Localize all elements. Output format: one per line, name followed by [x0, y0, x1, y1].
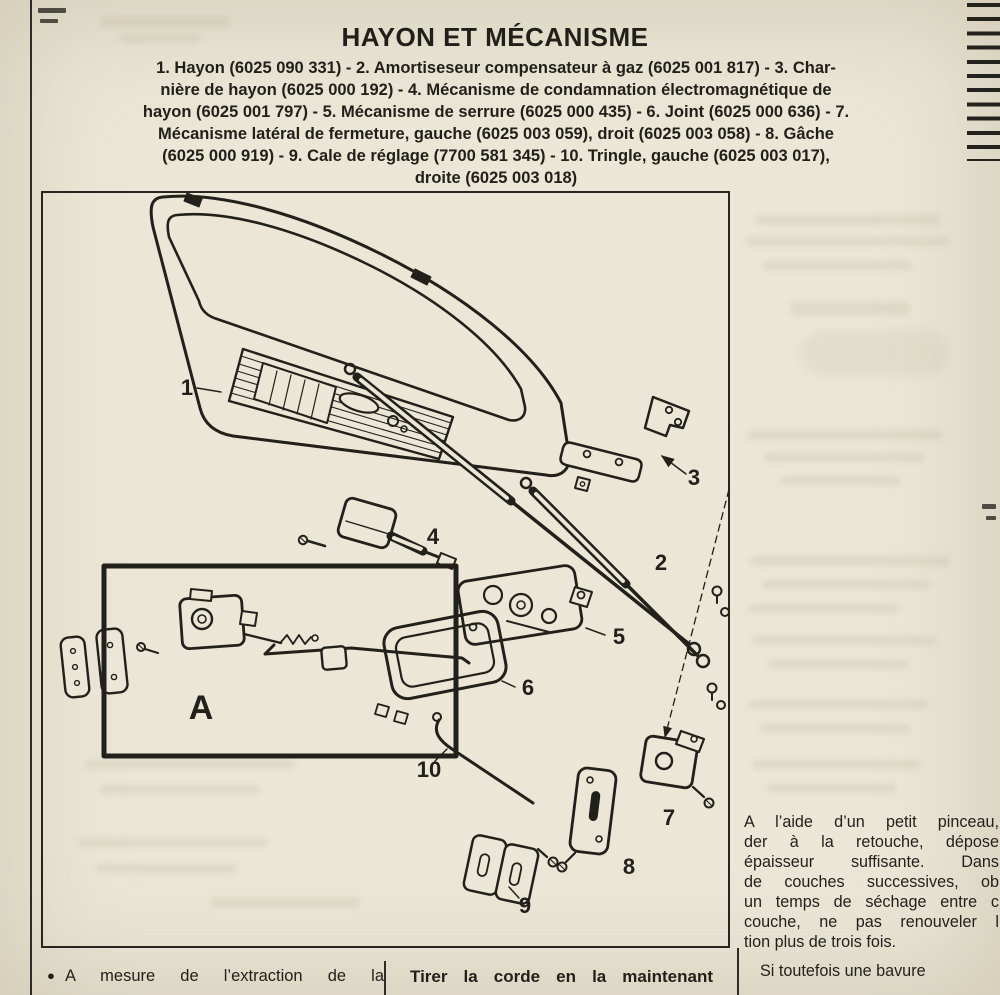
corner-text-fragment — [40, 19, 58, 23]
part-6-gasket — [382, 609, 516, 701]
right-column-line: un temps de séchage entre c — [744, 893, 999, 911]
showthrough-smudge — [755, 215, 940, 225]
parts-list-line: (6025 000 919) - 9. Cale de réglage (770… — [162, 147, 830, 165]
bottom-left-line: A mesure de l’extraction de la — [64, 967, 384, 985]
part-3-hinge — [559, 395, 730, 739]
part-2-gas-struts — [343, 362, 711, 669]
part-label-10: 10 — [417, 757, 441, 782]
corner-text-fragment — [38, 8, 66, 13]
parts-list: 1. Hayon (6025 090 331) - 2. Amortiseseu… — [60, 57, 932, 189]
showthrough-smudge — [752, 636, 937, 645]
parts-list-line: 1. Hayon (6025 090 331) - 2. Amortiseseu… — [156, 59, 836, 77]
part-label-5: 5 — [613, 624, 625, 649]
part-8-striker — [556, 766, 618, 873]
parts-list-line: Mécanisme latéral de fermeture, gauche (… — [158, 125, 834, 143]
showthrough-smudge — [78, 838, 268, 847]
showthrough-smudge — [764, 453, 924, 462]
showthrough-smudge — [210, 898, 360, 907]
small-fasteners — [706, 585, 730, 710]
showthrough-smudge — [100, 785, 260, 794]
part-label-9: 9 — [519, 893, 531, 918]
part-label-1: 1 — [181, 375, 193, 400]
exploded-diagram: 1 2 3 4 5 6 7 8 9 10 A — [59, 192, 730, 918]
bottom-left-column-rule — [384, 961, 386, 995]
part-label-2: 2 — [655, 550, 667, 575]
part-label-4: 4 — [427, 524, 440, 549]
detail-box-a — [101, 563, 459, 759]
parts-list-line: hayon (6025 001 797) - 5. Mécanisme de s… — [142, 103, 850, 121]
right-column-line: Si toutefois une bavure — [760, 962, 926, 980]
showthrough-smudge — [745, 237, 950, 246]
showthrough-blob — [800, 330, 950, 376]
page-edge-text-fragments — [967, 3, 1000, 161]
right-column-line: épaisseur suffisante. Dans — [744, 853, 999, 871]
parts-list-line: droite (6025 003 018) — [414, 169, 578, 187]
left-column-rule — [30, 0, 32, 995]
part-label-7: 7 — [663, 805, 675, 830]
edge-text-fragment — [986, 516, 996, 520]
part-label-6: 6 — [522, 675, 534, 700]
part-10-rods — [263, 643, 535, 805]
showthrough-smudge — [768, 660, 908, 669]
diagram-frame — [41, 191, 730, 948]
showthrough-smudge — [100, 16, 230, 28]
bullet-icon: ● — [46, 968, 55, 984]
showthrough-smudge — [760, 724, 910, 733]
detail-label-a: A — [189, 689, 214, 727]
showthrough-smudge — [766, 784, 896, 793]
showthrough-smudge — [748, 700, 928, 709]
right-column-line: couche, ne pas renouveler l — [744, 913, 999, 931]
showthrough-smudge — [762, 261, 912, 270]
part-label-8: 8 — [623, 854, 635, 879]
showthrough-smudge — [96, 864, 236, 873]
page-title: HAYON ET MÉCANISME — [341, 22, 649, 52]
part-9-shims — [462, 834, 559, 905]
showthrough-smudge — [748, 604, 898, 613]
showthrough-smudge — [752, 760, 922, 769]
bottom-center-text: Tirer la corde en la maintenant — [410, 967, 713, 986]
bottom-right-column-rule — [737, 948, 739, 995]
part-5-lock-mechanism — [456, 564, 606, 646]
showthrough-smudge — [790, 302, 910, 315]
right-column-line: tion plus de trois fois. — [744, 933, 897, 951]
showthrough-smudge — [780, 476, 900, 485]
bottom-left-text: ● A mesure de l’extraction de la — [46, 967, 384, 986]
showthrough-smudge — [120, 34, 200, 43]
part-4-lock-actuator — [297, 496, 457, 570]
right-column-line: der à la retouche, dépose — [744, 833, 999, 851]
right-column-line: A l’aide d’un petit pinceau, — [744, 813, 999, 831]
part-label-3: 3 — [688, 465, 700, 490]
parts-list-line: nière de hayon (6025 000 192) - 4. Mécan… — [160, 81, 832, 99]
part-7-side-latch — [639, 729, 715, 809]
showthrough-smudge — [748, 430, 943, 440]
part-1-tailgate — [149, 192, 571, 478]
edge-text-fragment — [982, 504, 996, 509]
showthrough-smudge — [85, 760, 295, 769]
right-column-line: de couches successives, ob — [744, 873, 999, 891]
showthrough-smudge — [750, 556, 950, 566]
showthrough-smudge — [762, 580, 930, 589]
